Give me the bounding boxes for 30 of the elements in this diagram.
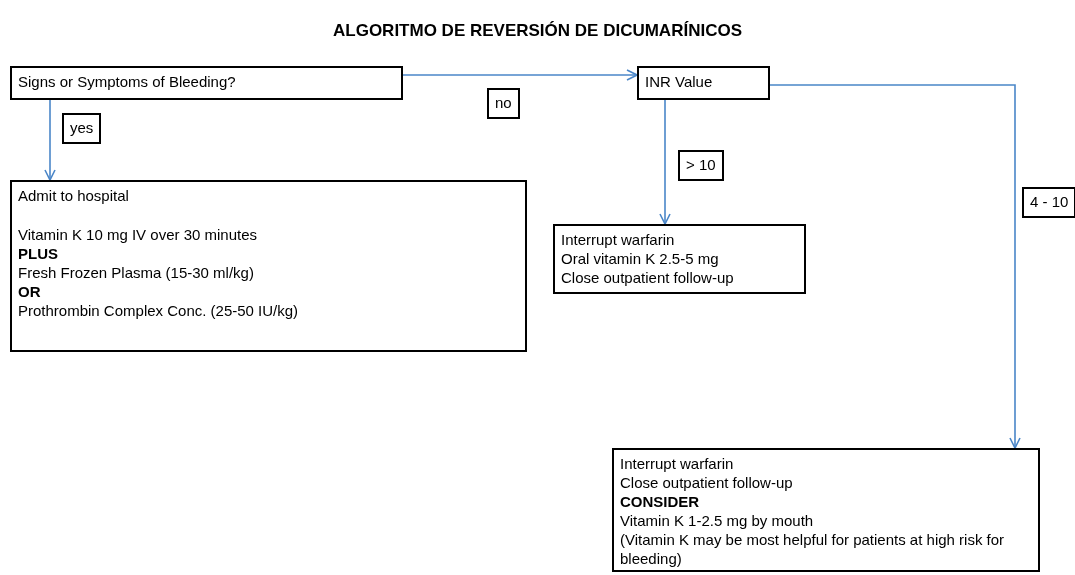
title: ALGORITMO DE REVERSIÓN DE DICUMARÍNICOS bbox=[332, 20, 743, 42]
box-text: Vitamin K 10 mg IV over 30 minutes bbox=[18, 225, 258, 244]
process-box bbox=[10, 66, 403, 100]
box-text: (Vitamin K may be most helpful for patients at high risk for bleeding) bbox=[620, 530, 1006, 568]
box-text: CONSIDER bbox=[620, 492, 701, 511]
arrow bbox=[402, 69, 638, 81]
box-text: INR Value bbox=[645, 72, 714, 91]
box-text: Prothrombin Complex Conc. (25-50 IU/kg) bbox=[18, 301, 300, 320]
edge-label: 4 - 10 bbox=[1022, 187, 1075, 218]
box-text: Interrupt warfarin bbox=[561, 230, 676, 249]
process-box bbox=[637, 66, 770, 100]
process-box bbox=[10, 180, 527, 352]
arrow bbox=[44, 99, 56, 181]
process-box bbox=[553, 224, 806, 294]
box-text: OR bbox=[18, 282, 42, 301]
edge-label: > 10 bbox=[678, 150, 724, 181]
box-text: Fresh Frozen Plasma (15-30 ml/kg) bbox=[18, 263, 255, 282]
process-box bbox=[612, 448, 1040, 572]
box-text: Signs or Symptoms of Bleeding? bbox=[18, 72, 237, 91]
box-text: Admit to hospital bbox=[18, 186, 130, 205]
box-text: Close outpatient follow-up bbox=[620, 473, 794, 492]
edge-label: yes bbox=[62, 113, 102, 144]
box-text: PLUS bbox=[18, 244, 59, 263]
box-text: Interrupt warfarin bbox=[620, 454, 735, 473]
arrow bbox=[659, 99, 671, 225]
box-text: Vitamin K 1-2.5 mg by mouth bbox=[620, 511, 815, 530]
box-text: Close outpatient follow-up bbox=[561, 268, 735, 287]
edge-label: no bbox=[487, 88, 520, 119]
arrow bbox=[769, 84, 1021, 449]
box-text: Oral vitamin K 2.5-5 mg bbox=[561, 249, 720, 268]
